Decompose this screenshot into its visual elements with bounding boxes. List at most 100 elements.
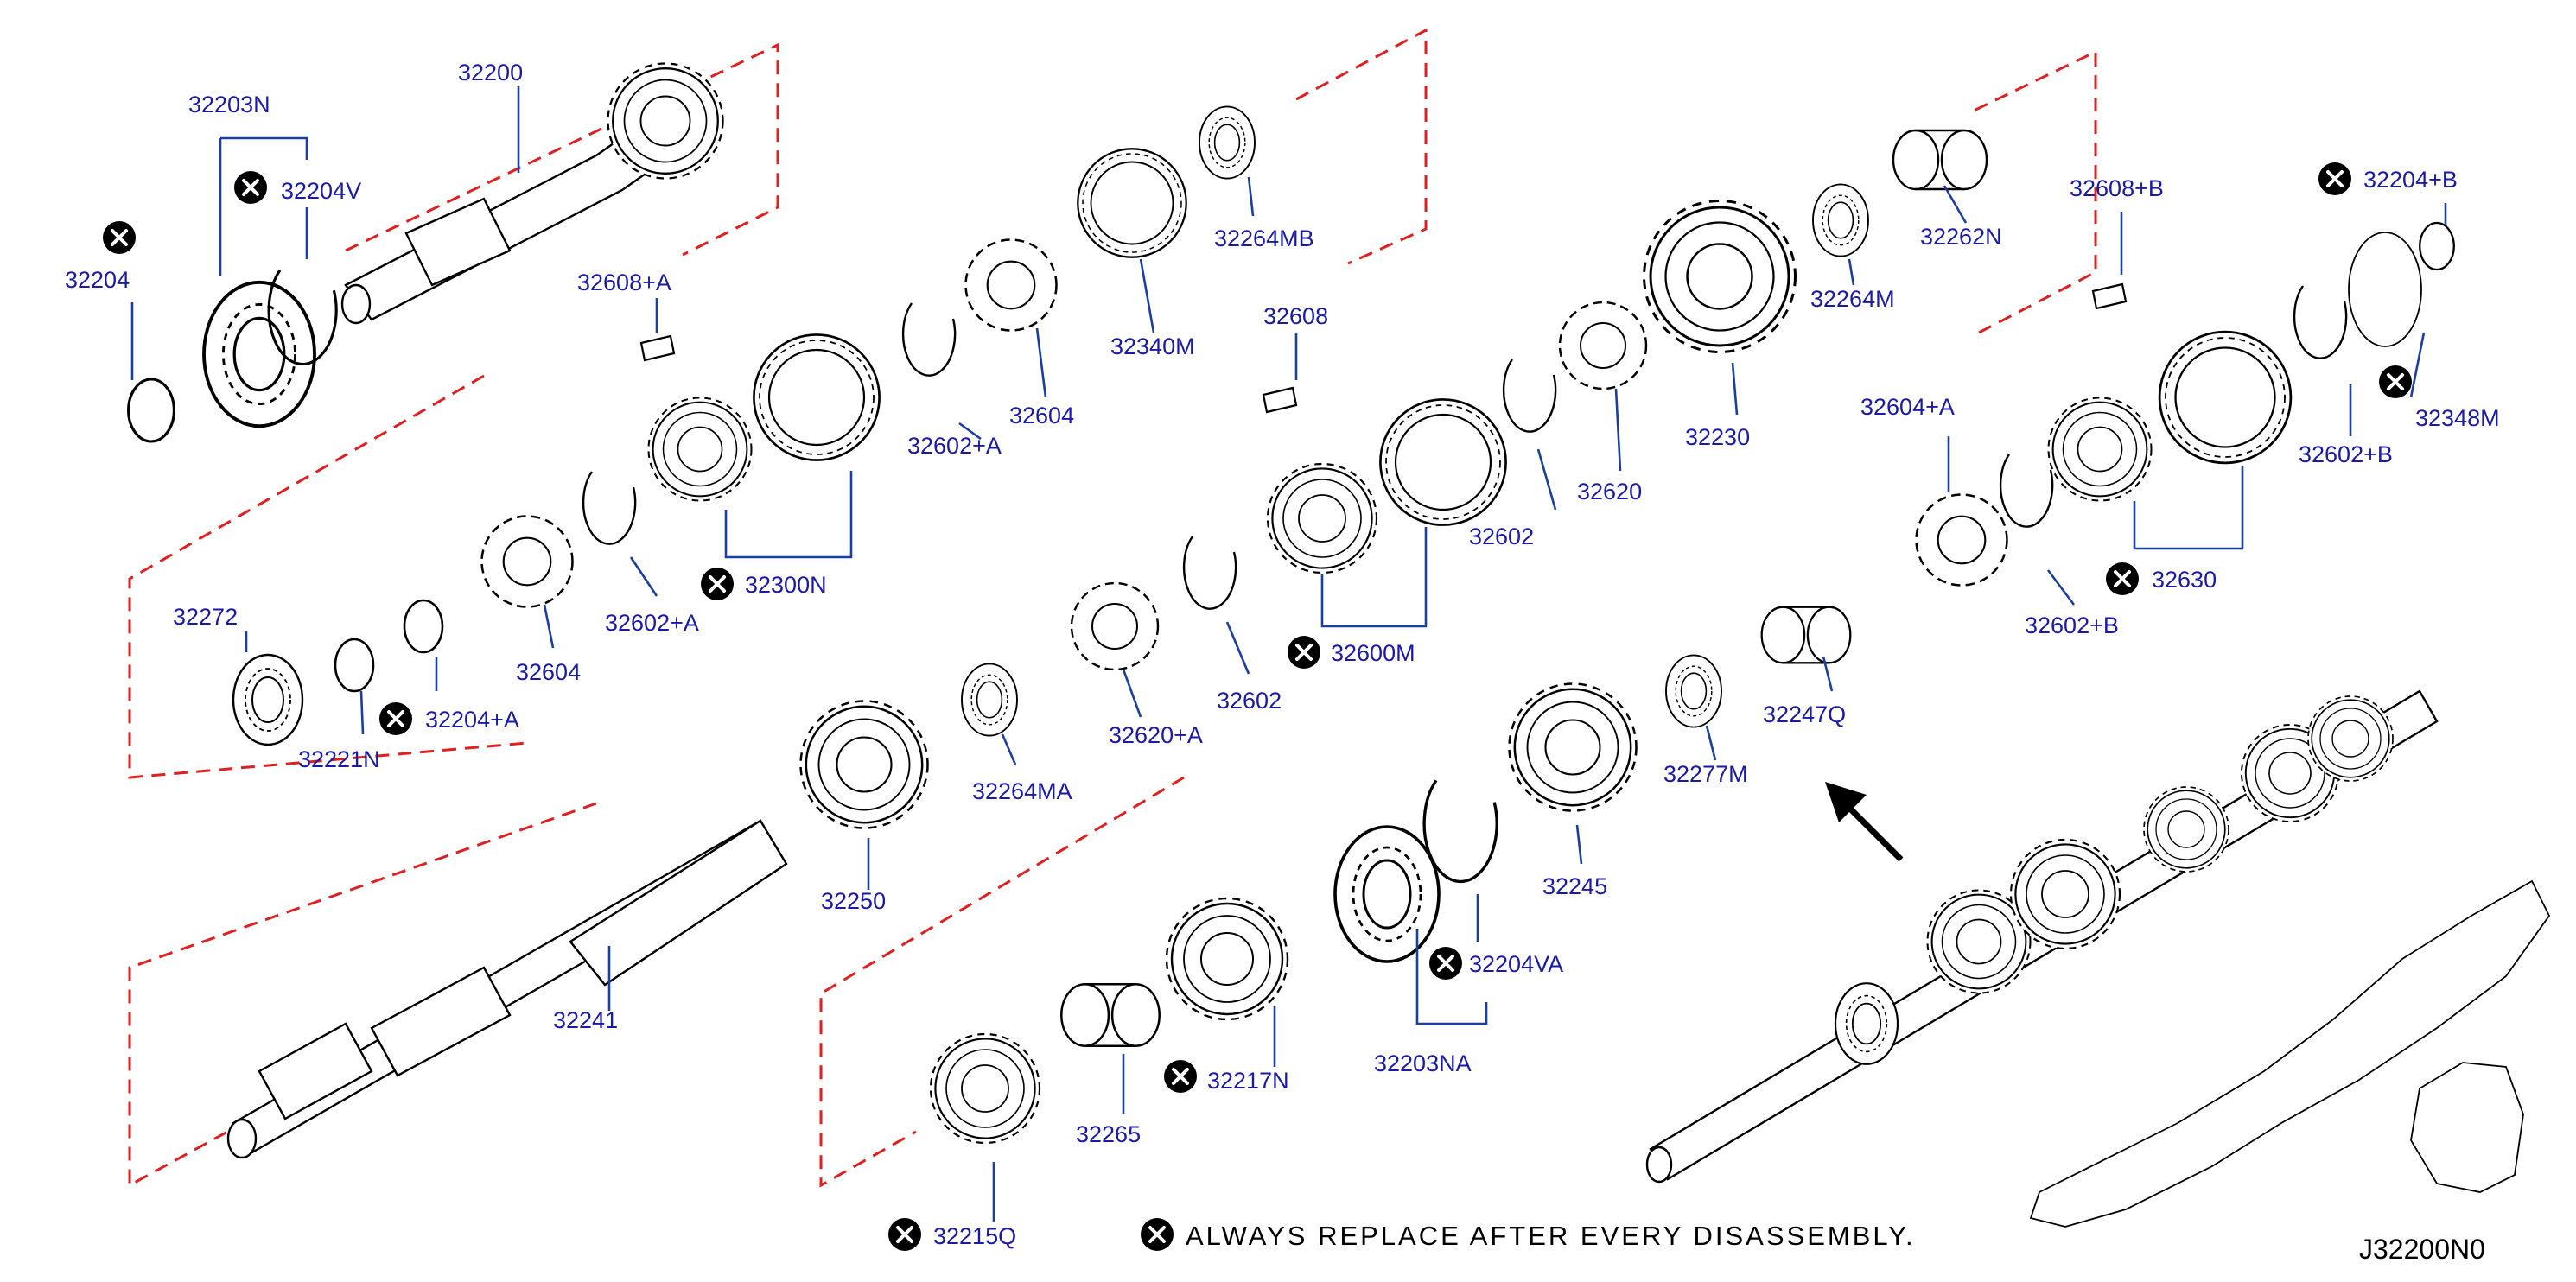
arrow-up-left-icon: [1825, 782, 1904, 862]
drawing-code: J32200N0: [2359, 1234, 2485, 1265]
label-32264MA: 32264MA: [972, 778, 1072, 804]
x-in-black-circle-icon: [2377, 364, 2414, 400]
part-32602B-lower: [1999, 453, 2054, 528]
label-32247Q: 32247Q: [1763, 701, 1846, 727]
part-32620: [1558, 301, 1648, 390]
label-32204V: 32204V: [281, 178, 361, 204]
label-32608A: 32608+A: [577, 270, 671, 295]
label-32200: 32200: [458, 60, 523, 86]
x-in-black-circle-icon: [1139, 1216, 1175, 1253]
label-32604-top: 32604: [1009, 403, 1074, 428]
label-32230: 32230: [1685, 424, 1750, 450]
part-32602A-lower: [582, 470, 637, 545]
label-32264MB: 32264MB: [1214, 225, 1314, 251]
label-32602A-top: 32602+A: [907, 433, 1002, 459]
label-32608B: 32608+B: [2070, 175, 2164, 201]
part-32600M-sleeve: [1379, 398, 1507, 526]
part-32630-gear: [2047, 397, 2153, 502]
x-in-black-circle-icon: [1286, 634, 1322, 670]
x-in-black-circle-icon: [1428, 945, 1464, 981]
label-32272: 32272: [173, 604, 238, 630]
label-32203NA: 32203NA: [1374, 1050, 1472, 1076]
x-in-black-circle-icon: [2104, 561, 2140, 597]
part-32277M: [1665, 654, 1722, 728]
part-32604-upper: [964, 238, 1058, 332]
part-32247Q: [1760, 606, 1852, 664]
label-32602B-low: 32602+B: [2025, 612, 2119, 638]
assembled-shaft-view: [1645, 689, 2439, 1184]
x-in-black-circle-icon: [1162, 1058, 1199, 1095]
label-32600M: 32600M: [1331, 640, 1415, 666]
part-32608A-key: [639, 334, 676, 362]
label-32604-low: 32604: [516, 659, 581, 685]
part-32602B-upper: [2293, 284, 2348, 359]
part-32272-bearing: [232, 653, 304, 746]
part-32200-input-shaft: [340, 62, 724, 325]
x-in-black-circle-icon: [378, 701, 414, 737]
x-in-black-circle-icon: [2317, 161, 2353, 197]
part-32262N: [1892, 129, 1988, 191]
part-32300N-gear: [647, 397, 753, 502]
label-32204B: 32204+B: [2363, 167, 2458, 193]
part-32265: [1060, 983, 1161, 1047]
label-32300N: 32300N: [745, 572, 827, 598]
x-in-black-circle-icon: [232, 169, 269, 206]
part-32264M: [1812, 183, 1869, 257]
label-32602-mid: 32602: [1469, 524, 1534, 549]
part-32221N-ring: [334, 638, 375, 693]
x-in-black-circle-icon: [699, 566, 735, 602]
label-32348M: 32348M: [2415, 405, 2500, 431]
part-32241-mainshaft: [226, 819, 788, 1159]
part-32602-lower: [1182, 535, 1237, 610]
part-32204VA-snap-ring: [1422, 778, 1498, 884]
leader-lines: [130, 86, 2447, 1222]
part-32204-ring: [127, 378, 175, 443]
part-labels: 32200 32203N 32204V 32204 32608+A 32602+…: [65, 60, 2500, 1249]
part-32203N-bearing: [202, 280, 316, 428]
label-32602-low: 32602: [1217, 688, 1282, 714]
label-32265: 32265: [1076, 1121, 1141, 1147]
part-32300N-sleeve: [753, 333, 881, 461]
parts: [127, 62, 2551, 1228]
label-32204: 32204: [65, 267, 130, 293]
case-outline-small: [2410, 1062, 2524, 1193]
part-32215Q-gear: [929, 1032, 1041, 1145]
part-32604A: [1915, 493, 2008, 587]
label-32602B-top: 32602+B: [2299, 441, 2393, 467]
label-32277M: 32277M: [1663, 761, 1748, 787]
label-32204VA: 32204VA: [1469, 951, 1563, 977]
part-32204A-ring: [403, 599, 444, 654]
label-32630: 32630: [2152, 567, 2217, 593]
label-32604A: 32604+A: [1860, 394, 1955, 420]
part-32348M-ring: [2348, 232, 2422, 347]
phantom-lines: [128, 28, 2097, 1188]
part-32264MB: [1199, 105, 1256, 180]
label-32221N: 32221N: [298, 746, 380, 772]
part-32620A: [1070, 581, 1160, 671]
label-32340M: 32340M: [1110, 333, 1195, 359]
part-32630-sleeve: [2158, 330, 2293, 465]
part-32230-gear: [1643, 200, 1797, 353]
label-32215Q: 32215Q: [933, 1223, 1016, 1249]
label-32262N: 32262N: [1920, 224, 2002, 250]
part-32602A-upper: [901, 301, 957, 377]
label-32245: 32245: [1542, 873, 1607, 899]
label-32204A: 32204+A: [425, 707, 519, 733]
label-32602A-low: 32602+A: [605, 610, 699, 636]
x-in-black-circle-icon: [887, 1216, 923, 1253]
part-32250-gear: [799, 700, 929, 829]
label-32264M: 32264M: [1810, 286, 1895, 312]
label-32620A: 32620+A: [1109, 722, 1203, 748]
part-32340M: [1077, 148, 1187, 258]
label-32217N: 32217N: [1207, 1068, 1289, 1094]
part-32608-key: [1262, 386, 1298, 414]
label-32241: 32241: [553, 1007, 618, 1033]
label-32250: 32250: [821, 888, 886, 914]
part-32217N-gear: [1165, 897, 1289, 1021]
part-32264MA: [961, 663, 1018, 737]
part-32608B-key: [2091, 282, 2128, 310]
x-in-black-circle-icon: [101, 219, 137, 256]
label-32608: 32608: [1263, 303, 1328, 329]
label-32203N: 32203N: [188, 92, 270, 117]
